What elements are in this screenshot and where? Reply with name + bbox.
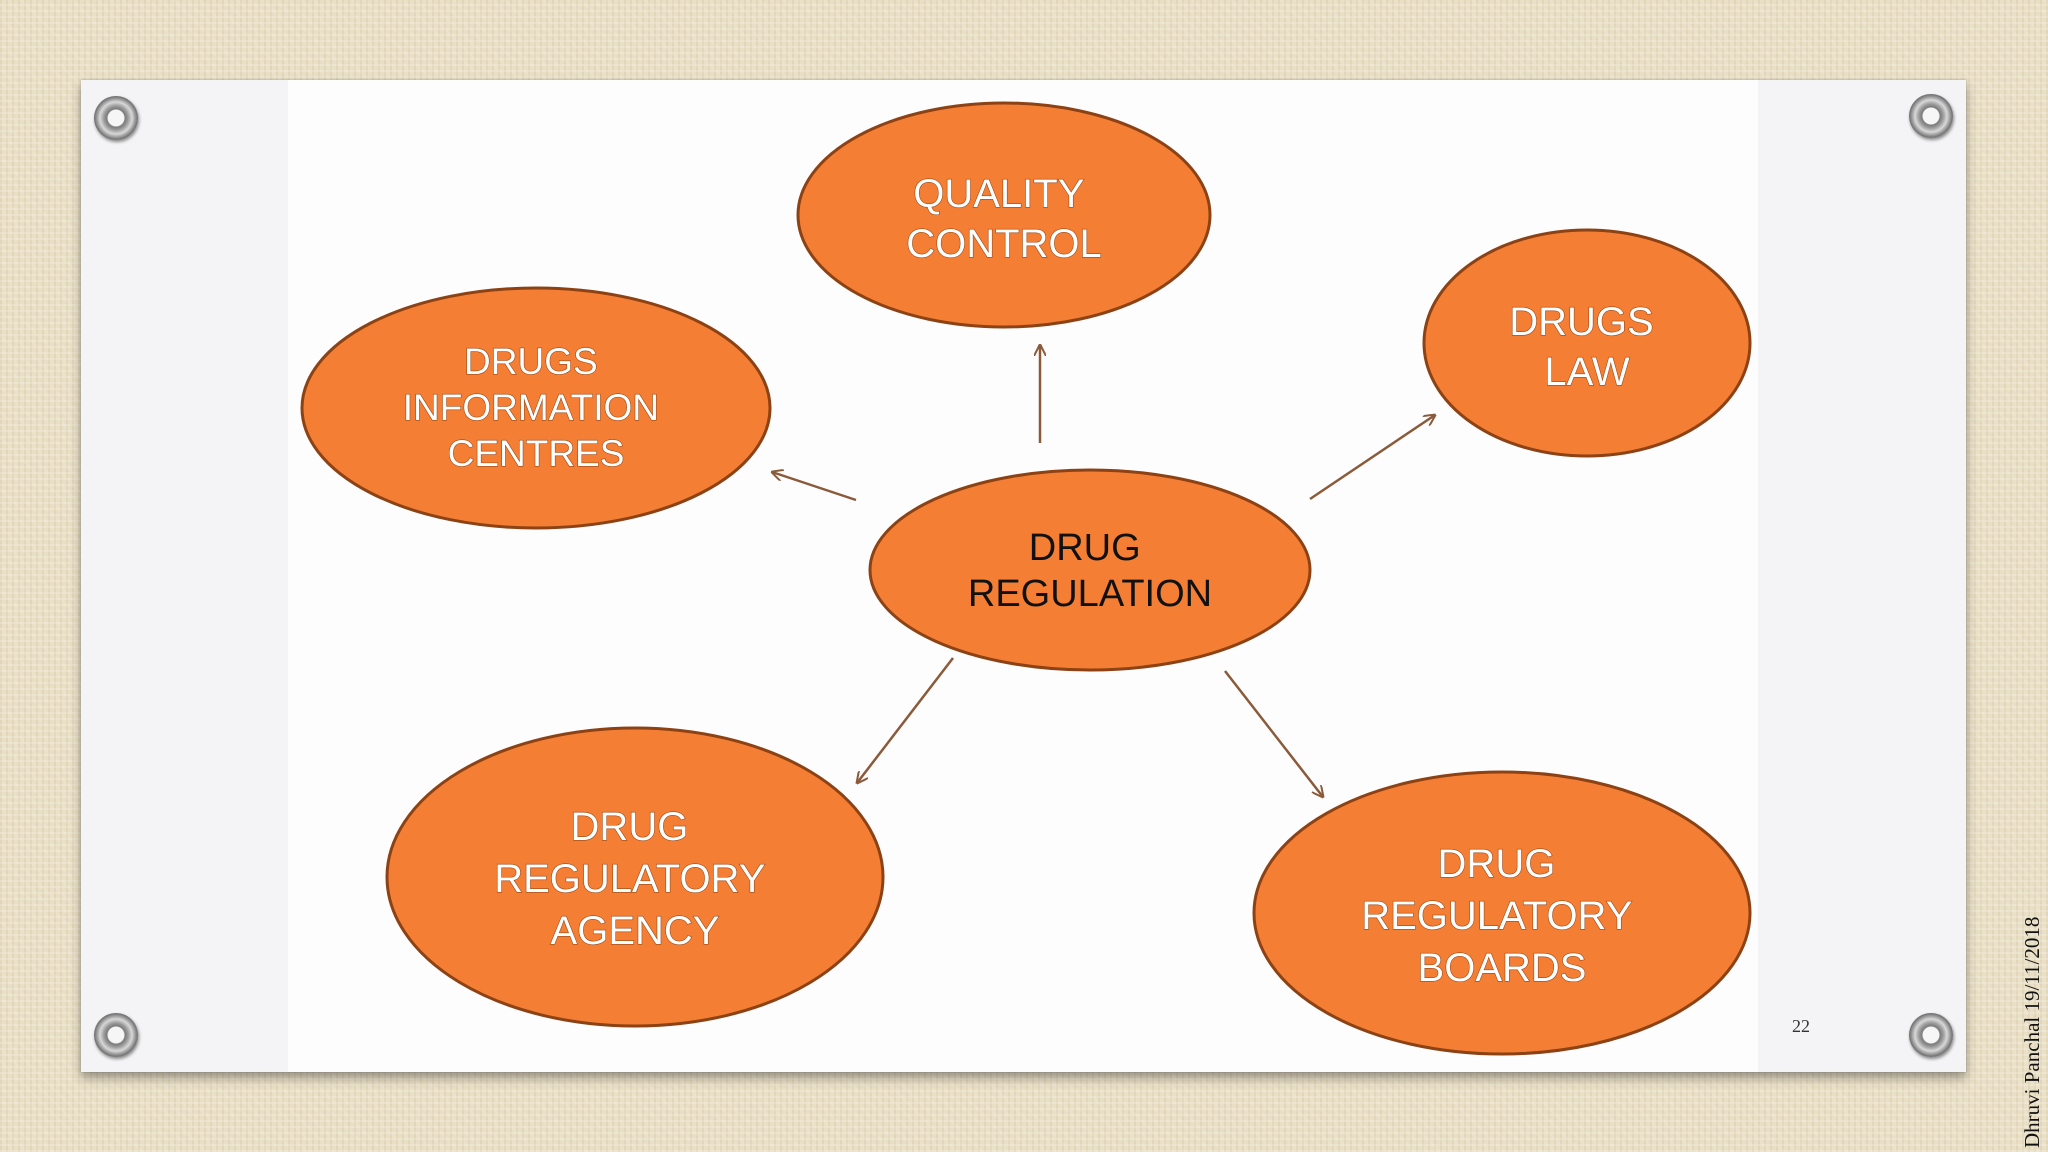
arrow-to-drug-regulatory-boards xyxy=(1224,670,1323,797)
node-quality-control-line-2: CONTROL xyxy=(906,222,1102,266)
node-drug-regulation: DRUG REGULATION xyxy=(868,468,1312,672)
grommet-bottom-right xyxy=(1909,1013,1953,1057)
node-quality-control-shape xyxy=(796,101,1212,329)
node-drug-regulation-line-2: REGULATION xyxy=(968,573,1212,615)
svg-text:DRUG REGULATORY AG: DRUG REGULATORY AGENCY xyxy=(494,805,776,953)
svg-text:DRUGS INFORMATION: DRUGS INFORMATION CENTRES xyxy=(403,341,670,474)
svg-text:DRUG REGULATION: DRUG REGULATION xyxy=(968,527,1212,615)
node-drug-regulatory-boards: DRUG REGULATORY BOARDS xyxy=(1252,770,1752,1056)
node-drug-regulation-shape xyxy=(868,468,1312,672)
grommet-top-left xyxy=(94,96,138,140)
node-drug-regulation-line-1: DRUG xyxy=(1029,527,1141,569)
node-drugs-law-shape xyxy=(1422,228,1752,458)
node-drugs-information-centres-line-2: INFORMATION xyxy=(403,387,659,428)
node-quality-control: QUALITY CONTROL xyxy=(796,101,1212,329)
arrow-to-drugs-information-centres xyxy=(772,472,857,502)
node-drug-regulatory-agency: DRUG REGULATORY AGENCY xyxy=(385,726,885,1028)
node-drugs-law: DRUGS LAW xyxy=(1422,228,1752,458)
node-drugs-information-centres: DRUGS INFORMATION CENTRES xyxy=(300,286,772,530)
node-drugs-information-centres-line-3: CENTRES xyxy=(448,433,625,474)
node-drug-regulatory-agency-line-3: AGENCY xyxy=(551,909,720,953)
arrow-to-drugs-law xyxy=(1309,415,1435,501)
footer-author-date: Dhruvi Panchal 19/11/2018 xyxy=(2020,916,2044,1148)
arrows xyxy=(772,345,1435,797)
svg-text:QUALITY CONTROL: QUALITY CONTROL xyxy=(906,172,1102,266)
node-drugs-law-line-2: LAW xyxy=(1544,350,1629,394)
grommet-bottom-left xyxy=(94,1013,138,1057)
node-drugs-law-line-1: DRUGS xyxy=(1509,300,1653,344)
svg-text:DRUG REGULATORY BO: DRUG REGULATORY BOARDS xyxy=(1361,842,1643,990)
node-drug-regulatory-boards-line-1: DRUG xyxy=(1438,842,1556,886)
node-drug-regulatory-agency-shape xyxy=(385,726,885,1028)
page-number: 22 xyxy=(1792,1016,1810,1036)
node-drugs-information-centres-line-1: DRUGS xyxy=(464,341,598,382)
arrow-to-drug-regulatory-agency xyxy=(857,657,954,783)
node-drug-regulatory-boards-line-3: BOARDS xyxy=(1418,946,1587,990)
node-drug-regulatory-agency-line-2: REGULATORY xyxy=(494,857,765,901)
node-drug-regulatory-boards-shape xyxy=(1252,770,1752,1056)
svg-text:DRUGS LAW: DRUGS LAW xyxy=(1509,300,1665,394)
node-drug-regulatory-agency-line-1: DRUG xyxy=(571,805,689,849)
node-quality-control-line-1: QUALITY xyxy=(913,172,1083,216)
grommet-top-right xyxy=(1909,94,1953,138)
node-drug-regulatory-boards-line-2: REGULATORY xyxy=(1361,894,1632,938)
node-drugs-information-centres-shape xyxy=(300,286,772,530)
